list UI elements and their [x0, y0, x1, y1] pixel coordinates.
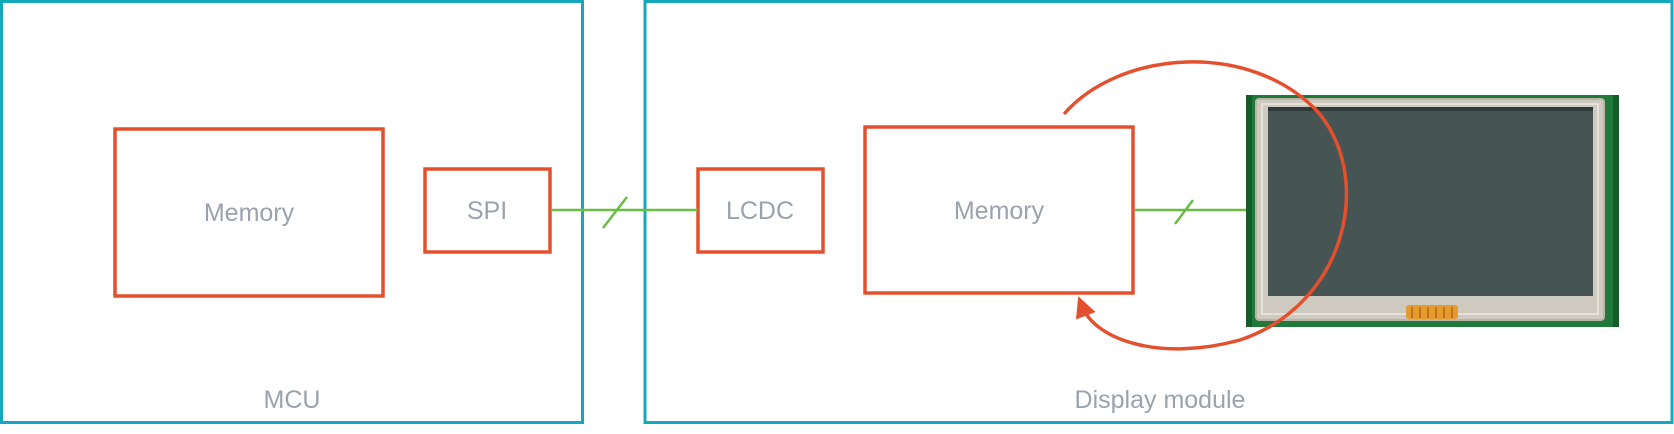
mcu-memory-label: Memory — [204, 199, 295, 227]
memory-lcd-connector — [1135, 199, 1246, 225]
refresh-loop-arrow-icon — [1062, 60, 1349, 351]
mcu-group-border — [0, 0, 584, 424]
spi-lcdc-bus-slash — [602, 196, 628, 229]
lcdc-block: LCDC — [696, 167, 825, 254]
mcu-memory-border — [113, 127, 385, 298]
display-memory-border — [863, 125, 1135, 295]
lcd-panel-icon — [1246, 95, 1619, 327]
spi-border — [423, 167, 552, 254]
display-module-group: Display module — [643, 0, 1674, 424]
lcd-flex-connector — [1406, 305, 1458, 319]
lcd-pcb-edge-right — [1613, 95, 1619, 327]
mcu-group-label: MCU — [264, 386, 321, 414]
display-memory-block: Memory — [863, 125, 1135, 295]
mcu-group: MCU — [0, 0, 584, 424]
display-module-group-label: Display module — [1075, 386, 1246, 414]
display-memory-label: Memory — [954, 197, 1045, 225]
mcu-memory-block: Memory — [113, 127, 385, 298]
spi-lcdc-connector — [552, 196, 698, 229]
memory-lcd-bus-slash — [1174, 199, 1194, 225]
spi-block: SPI — [423, 167, 552, 254]
lcd-pcb-edge-left — [1246, 95, 1252, 327]
lcd-screen-shadow — [1268, 107, 1593, 111]
lcdc-label: LCDC — [726, 197, 794, 225]
display-module-group-border — [643, 0, 1674, 424]
spi-label: SPI — [467, 197, 507, 225]
lcd-screen — [1268, 107, 1593, 296]
